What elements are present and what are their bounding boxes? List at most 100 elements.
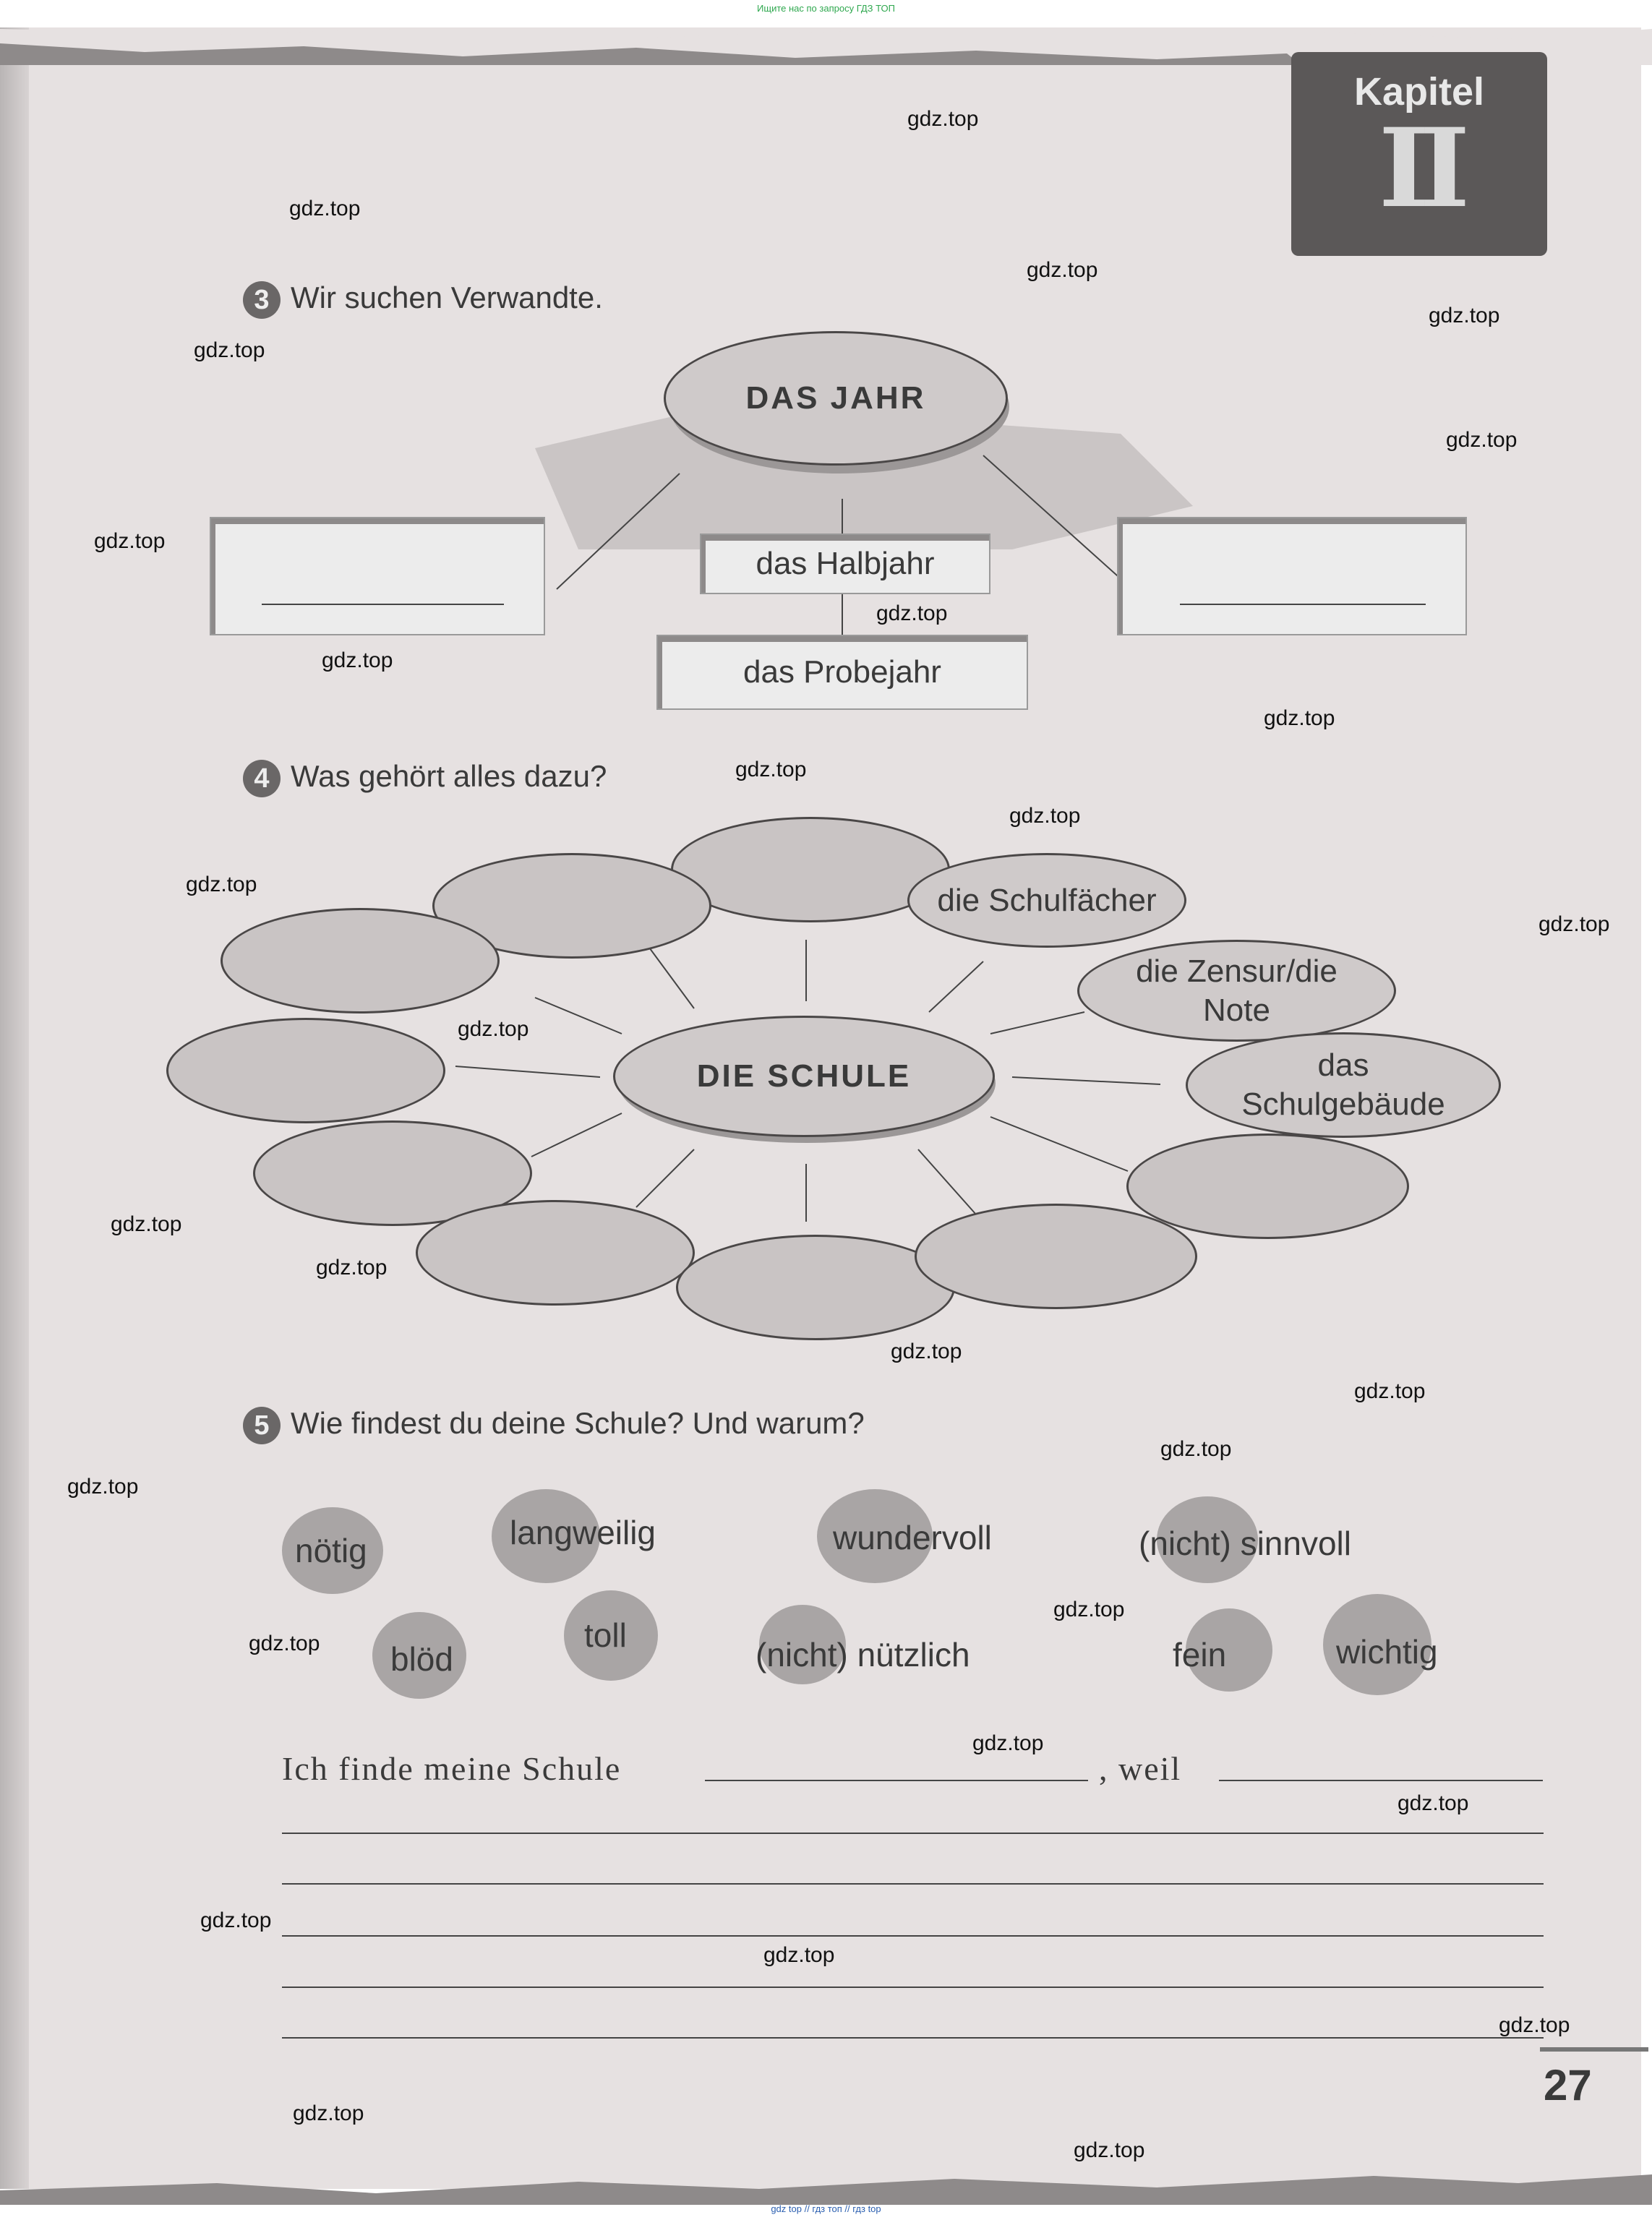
answer-line-reason-1[interactable] [705, 1780, 1088, 1781]
task-4-heading: 4 Was gehört alles dazu? [243, 759, 607, 797]
blot [1186, 1608, 1272, 1692]
task-3-heading: 3 Wir suchen Verwandte. [243, 280, 603, 319]
watermark: gdz.top [186, 873, 257, 896]
blot [372, 1612, 466, 1699]
watermark: gdz.top [293, 2101, 364, 2125]
oval-zensur-note: die Zensur/die Note [1077, 940, 1396, 1042]
chapter-number: II [1378, 105, 1470, 232]
empty-oval-right-lower[interactable] [1126, 1133, 1409, 1239]
watermark: gdz.top [1160, 1437, 1232, 1461]
empty-oval-left-upper[interactable] [221, 908, 500, 1013]
box-halbjahr: das Halbjahr [700, 533, 990, 594]
watermark: gdz.top [249, 1632, 320, 1655]
word-toll: toll [584, 1616, 627, 1654]
watermark: gdz.top [1264, 706, 1335, 730]
task-5-title: Wie findest du deine Schule? Und warum? [291, 1406, 865, 1440]
empty-oval-top-left[interactable] [432, 853, 711, 959]
blot [564, 1590, 658, 1681]
task-3-title: Wir suchen Verwandte. [291, 280, 603, 314]
watermark: gdz.top [94, 529, 166, 553]
watermark: gdz.top [1009, 804, 1081, 828]
watermark: gdz.top [67, 1475, 139, 1499]
watermark: gdz.top [111, 1212, 182, 1236]
site-banner-top[interactable]: Ищите нас по запросу ГДЗ ТОП [757, 3, 895, 14]
watermark: gdz.top [289, 197, 361, 220]
watermark: gdz.top [1053, 1598, 1125, 1621]
watermark: gdz.top [316, 1256, 388, 1280]
blot [492, 1489, 600, 1583]
blot [817, 1489, 933, 1583]
empty-oval-bottom[interactable] [676, 1235, 955, 1340]
word-nicht-sinnvoll: (nicht) sinnvoll [1139, 1525, 1351, 1562]
answer-line[interactable] [282, 1935, 1544, 1937]
watermark: gdz.top [200, 1908, 272, 1932]
watermark: gdz.top [735, 758, 807, 781]
answer-line-reason-2[interactable] [1219, 1780, 1543, 1781]
watermark: gdz.top [1074, 2138, 1145, 2162]
relative-box-right [1117, 517, 1467, 635]
word-bloed: blöd [390, 1640, 453, 1678]
torn-edge-top [0, 27, 1652, 65]
blot [282, 1507, 383, 1594]
answer-line[interactable] [282, 1833, 1544, 1834]
word-wichtig: wichtig [1336, 1633, 1438, 1671]
torn-edge-bottom [0, 2174, 1652, 2205]
word-nicht-nuetzlich: (nicht) nützlich [756, 1636, 970, 1673]
die-schule-label: DIE SCHULE [696, 1058, 912, 1094]
oval-schulfaecher: die Schulfächer [907, 853, 1186, 948]
sentence-mid: , weil [1099, 1750, 1182, 1787]
schulfaecher-label: die Schulfächer [937, 882, 1157, 918]
chapter-badge: Kapitel II [1291, 52, 1547, 256]
oval-schulgebaeude: das Schulgebäude [1186, 1032, 1501, 1138]
watermark: gdz.top [891, 1340, 962, 1363]
answer-line[interactable] [282, 2037, 1544, 2039]
task-4-number: 4 [243, 759, 281, 797]
task-5-heading: 5 Wie findest du deine Schule? Und warum? [243, 1406, 865, 1444]
watermark: gdz.top [876, 601, 948, 625]
schulgebaeude-label: das Schulgebäude [1241, 1047, 1445, 1122]
answer-line-left[interactable] [262, 604, 504, 605]
page-number-bar [1540, 2047, 1648, 2052]
task-3-number: 3 [243, 280, 281, 319]
zensur-note-label: die Zensur/die Note [1136, 953, 1338, 1028]
empty-oval-left[interactable] [166, 1018, 445, 1123]
watermark: gdz.top [1499, 2013, 1570, 2037]
watermark: gdz.top [907, 107, 979, 131]
das-jahr-oval: DAS JAHR [664, 331, 1008, 466]
watermark: gdz.top [1446, 428, 1518, 452]
watermark: gdz.top [1354, 1379, 1426, 1403]
task-4-spokes [455, 939, 1161, 1222]
word-wundervoll: wundervoll [833, 1519, 992, 1556]
chapter-label: Kapitel [1353, 70, 1485, 113]
watermark: gdz.top [194, 338, 265, 362]
relative-box-left [210, 517, 545, 635]
blot [1157, 1496, 1258, 1583]
probejahr-label: das Probejahr [743, 654, 941, 690]
blot [759, 1605, 846, 1684]
watermark: gdz.top [1429, 304, 1500, 327]
task-4-title: Was gehört alles dazu? [291, 759, 607, 793]
watermark: gdz.top [972, 1731, 1044, 1755]
watermark: gdz.top [458, 1017, 529, 1041]
task-5-number: 5 [243, 1406, 281, 1444]
watermark: gdz.top [322, 648, 393, 672]
die-schule-oval: DIE SCHULE [613, 1016, 995, 1137]
book-spine [0, 27, 29, 2189]
word-fein: fein [1173, 1636, 1227, 1673]
halbjahr-label: das Halbjahr [756, 546, 935, 581]
answer-line[interactable] [282, 1883, 1544, 1885]
sentence-start: Ich finde meine Schule [282, 1750, 622, 1787]
watermark: gdz.top [1398, 1791, 1469, 1815]
watermark: gdz.top [763, 1943, 835, 1967]
das-jahr-label: DAS JAHR [745, 380, 926, 416]
watermark: gdz.top [1538, 912, 1610, 936]
word-langweilig: langweilig [510, 1514, 656, 1551]
empty-oval-bottom-left[interactable] [416, 1200, 695, 1306]
answer-line[interactable] [282, 1987, 1544, 1988]
word-noetig: nötig [295, 1532, 367, 1569]
answer-line-right[interactable] [1180, 604, 1426, 605]
site-banner-bottom[interactable]: gdz top // гдз топ // гдз top [771, 2203, 881, 2214]
blot [1323, 1594, 1431, 1695]
empty-oval-bottom-right[interactable] [915, 1204, 1197, 1309]
